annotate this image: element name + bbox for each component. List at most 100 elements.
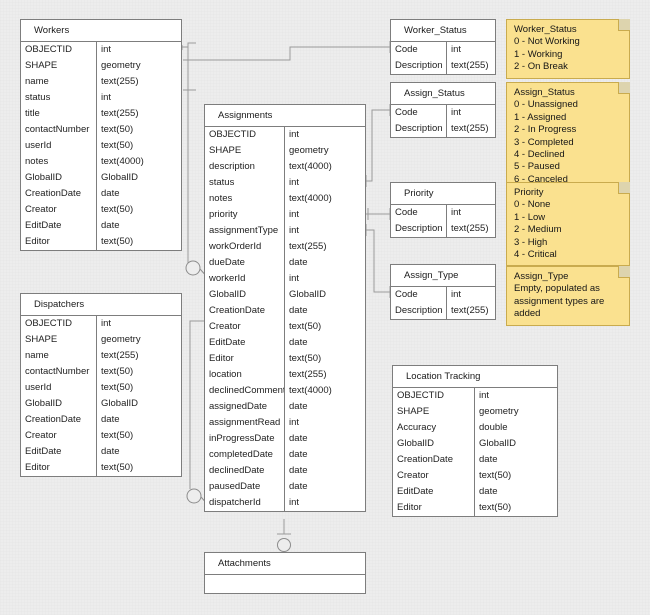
field-name: contactNumber: [21, 364, 97, 380]
field-type: date: [289, 337, 308, 348]
note-line: 4 - Declined: [514, 149, 565, 161]
field-name: Description: [391, 221, 447, 237]
note-title: Assign_Type: [514, 271, 569, 282]
field-name: Editor: [21, 234, 97, 250]
field-type: GlobalID: [289, 289, 326, 300]
field-type: int: [289, 209, 300, 220]
field-type: int: [289, 497, 300, 508]
note-fold-icon: [618, 19, 630, 31]
wire-dispatchers-riser: [189, 320, 204, 489]
note-fold-icon: [618, 182, 630, 194]
field-type: int: [101, 44, 112, 55]
field-name: workerId: [205, 271, 285, 287]
note-line: 1 - Working: [514, 48, 563, 60]
field-type: int: [451, 44, 462, 55]
note-line: Empty, populated as: [514, 283, 600, 295]
field-type: date: [101, 220, 120, 231]
field-name: description: [205, 159, 285, 175]
field-name: Creator: [205, 319, 285, 335]
field-name: OBJECTID: [21, 42, 97, 58]
table-title: Attachments: [205, 553, 365, 575]
zero-cardinality-ring-dispatcher: [186, 488, 202, 504]
field-name: Editor: [21, 460, 97, 476]
field-type: int: [289, 129, 300, 140]
field-name: userId: [21, 380, 97, 396]
field-type: text(50): [289, 321, 322, 332]
note-line: 1 - Low: [514, 211, 546, 223]
field-name: status: [21, 90, 97, 106]
field-type: date: [289, 465, 308, 476]
field-name: GlobalID: [205, 287, 285, 303]
field-type: text(50): [101, 236, 134, 247]
table-row: OBJECTID int: [21, 42, 181, 58]
field-name: EditDate: [393, 484, 475, 500]
field-type: int: [479, 390, 490, 401]
field-type: int: [451, 107, 462, 118]
table-row: Creator text(50): [205, 319, 365, 335]
table-title: Location Tracking: [393, 366, 557, 388]
field-type: int: [101, 92, 112, 103]
field-type: int: [451, 207, 462, 218]
wire-assignments-status: [366, 109, 390, 182]
field-name: OBJECTID: [21, 316, 97, 332]
field-name: SHAPE: [393, 404, 475, 420]
note-fold-icon: [618, 266, 630, 278]
field-name: dispatcherId: [205, 495, 285, 511]
table-title: Dispatchers: [21, 294, 181, 316]
entity-table-attachments[interactable]: Attachments: [204, 552, 366, 594]
note-line: 0 - Not Working: [514, 36, 580, 48]
field-type: text(50): [479, 502, 512, 513]
field-type: text(50): [479, 470, 512, 481]
field-type: text(4000): [289, 385, 332, 396]
field-name: Code: [391, 42, 447, 58]
table-row: dispatcherId int: [205, 495, 365, 511]
field-name: CreationDate: [205, 303, 285, 319]
note-title: Priority: [514, 187, 544, 198]
field-name: GlobalID: [21, 170, 97, 186]
note-line: 2 - Medium: [514, 224, 562, 236]
wire-workers-to-workerstatus: [183, 46, 390, 61]
field-type: date: [289, 449, 308, 460]
field-name: CreationDate: [21, 412, 97, 428]
field-name: pausedDate: [205, 479, 285, 495]
field-type: text(4000): [101, 156, 144, 167]
